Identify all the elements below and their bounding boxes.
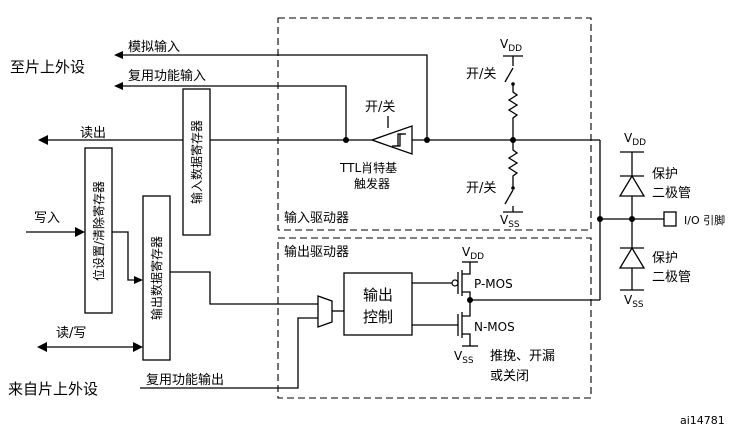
protect-diode-bottom-label-2: 二极管 xyxy=(652,270,691,285)
odr-to-mux-wire xyxy=(170,271,318,305)
io-pin-label: I/O 引脚 xyxy=(684,213,725,227)
bsrr-to-odr-wire xyxy=(112,231,135,281)
pmos-gate-bubble xyxy=(451,279,459,287)
write-in-arrow xyxy=(75,227,85,237)
input-data-register-box xyxy=(182,88,211,236)
output-data-register-label: 输出数据寄存器 xyxy=(149,236,164,320)
alt-func-input-arrow xyxy=(114,82,123,90)
bit-set-reset-register-box xyxy=(84,147,113,314)
pulldown-switch-label: 开/关 xyxy=(466,181,496,196)
vdd-pmos-label: VDD xyxy=(462,245,484,262)
junction-dot xyxy=(467,297,473,303)
protection-diode-top xyxy=(618,174,646,197)
pullup-resistor xyxy=(507,84,519,140)
output-data-register-box xyxy=(142,195,171,361)
pullup-switch-label: 开/关 xyxy=(466,67,496,82)
protect-diode-bottom-label-1: 保护 xyxy=(652,251,678,266)
output-driver-label: 输出驱动器 xyxy=(284,244,349,260)
bit-set-reset-register-label: 位设置/清除寄存器 xyxy=(91,181,106,281)
protection-diode-bottom xyxy=(618,246,646,269)
pullup-switch xyxy=(504,67,514,83)
junction-dot xyxy=(629,216,635,222)
junction-dot xyxy=(343,137,349,143)
input-driver-box xyxy=(277,17,592,231)
io-pin-box xyxy=(663,211,677,227)
input-data-register-label: 输入数据寄存器 xyxy=(189,120,204,204)
on-chip-peripheral-to-label: 至片上外设 xyxy=(10,58,85,76)
analog-input-label: 模拟输入 xyxy=(128,39,180,55)
input-driver-label: 输入驱动器 xyxy=(284,210,349,226)
read-write-left-arrow xyxy=(37,342,47,352)
pmos-label: P-MOS xyxy=(474,277,513,291)
figure-id: ai14781 xyxy=(680,414,725,427)
output-control-box xyxy=(343,272,413,336)
analog-input-arrow xyxy=(114,51,123,59)
analog-input-wire xyxy=(122,54,428,140)
vss-nmos-label: VSS xyxy=(454,349,474,366)
bsrr-to-odr-arrow xyxy=(134,276,143,284)
alt-func-input-wire xyxy=(122,85,347,140)
nmos-transistor xyxy=(457,304,471,346)
ttl-schmitt-label-2: 触发器 xyxy=(354,176,390,191)
pulldown-resistor xyxy=(507,140,519,188)
alt-func-input-label: 复用功能输入 xyxy=(128,68,206,84)
output-control-label-1: 输出 xyxy=(363,286,393,304)
schmitt-hysteresis-icon xyxy=(394,133,406,147)
vdd-diode-label: VDD xyxy=(624,131,646,148)
protect-diode-top-label-1: 保护 xyxy=(652,167,678,182)
read-write-right-arrow xyxy=(133,342,143,352)
push-pull-label-1: 推挽、开漏 xyxy=(490,348,555,364)
alt-func-output-label: 复用功能输出 xyxy=(146,372,224,388)
schmitt-trigger xyxy=(370,125,413,155)
pulldown-switch xyxy=(504,189,514,205)
read-out-arrow xyxy=(38,135,48,145)
output-mux xyxy=(317,295,333,328)
nmos-label: N-MOS xyxy=(474,320,515,334)
output-control-label-2: 控制 xyxy=(363,308,393,326)
ttl-schmitt-label-1: TTL肖特基 xyxy=(339,160,397,175)
from-on-chip-peripheral-label: 来自片上外设 xyxy=(8,380,98,398)
vss-diode-label: VSS xyxy=(624,293,644,310)
schmitt-switch-label: 开/关 xyxy=(365,100,395,115)
output-driver-box xyxy=(277,237,592,399)
read-write-label: 读/写 xyxy=(56,326,86,341)
read-out-label: 读出 xyxy=(80,126,106,141)
vdd-top-label: VDD xyxy=(500,37,522,54)
pulldown-switch-dot xyxy=(511,186,515,190)
alt-func-output-wire xyxy=(140,317,318,389)
protect-diode-top-label-2: 二极管 xyxy=(652,186,691,201)
junction-dot xyxy=(424,137,430,143)
vss-pulldown-label: VSS xyxy=(500,213,520,230)
push-pull-label-2: 或关闭 xyxy=(490,369,529,384)
write-in-label: 写入 xyxy=(34,211,60,226)
junction-dot xyxy=(597,216,603,222)
